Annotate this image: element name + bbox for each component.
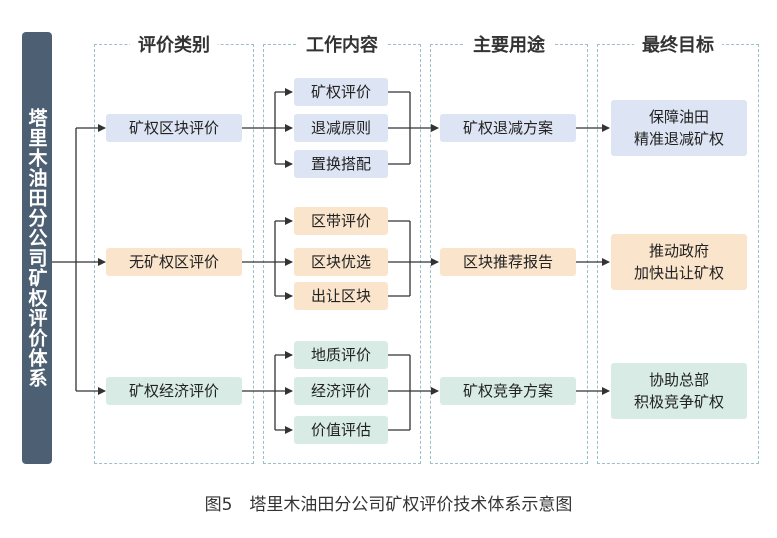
- column-header-use: 主要用途: [465, 31, 553, 57]
- category-box-economic: 矿权经济评价: [106, 377, 242, 405]
- work-item: 经济评价: [294, 377, 388, 405]
- root-system-label: 塔里木油田分公司矿权评价体系: [22, 32, 52, 464]
- column-header-category: 评价类别: [130, 31, 218, 57]
- category-box-non-mining: 无矿权区评价: [106, 248, 242, 276]
- work-item: 地质评价: [294, 341, 388, 369]
- goal-line: 协助总部: [648, 371, 709, 389]
- goal-line: 积极竞争矿权: [633, 393, 724, 411]
- work-item: 区块优选: [294, 248, 388, 276]
- goal-box-reduce: 保障油田 精准退减矿权: [611, 100, 747, 156]
- goal-line: 精准退减矿权: [633, 130, 724, 148]
- use-box-recommendation-report: 区块推荐报告: [440, 248, 576, 276]
- column-use: 主要用途: [430, 31, 588, 464]
- goal-line: 推动政府: [648, 242, 709, 260]
- work-item: 矿权评价: [294, 78, 388, 106]
- work-item: 置换搭配: [294, 150, 388, 178]
- use-box-reduction-plan: 矿权退减方案: [440, 114, 576, 142]
- goal-line: 保障油田: [648, 108, 709, 126]
- goal-line: 加快出让矿权: [633, 264, 724, 282]
- column-header-work: 工作内容: [298, 31, 386, 57]
- goal-box-transfer: 推动政府 加快出让矿权: [611, 234, 747, 290]
- figure-caption: 图5 塔里木油田分公司矿权评价技术体系示意图: [204, 495, 573, 515]
- column-header-goal: 最终目标: [634, 31, 722, 57]
- work-item: 退减原则: [294, 114, 388, 142]
- work-item: 价值评估: [294, 416, 388, 444]
- work-item: 出让区块: [294, 282, 388, 310]
- use-box-competition-plan: 矿权竞争方案: [440, 377, 576, 405]
- goal-box-compete: 协助总部 积极竞争矿权: [611, 363, 747, 419]
- column-category: 评价类别: [94, 31, 254, 464]
- column-work: 工作内容: [263, 31, 421, 464]
- work-item: 区带评价: [294, 207, 388, 235]
- column-goal: 最终目标: [597, 31, 759, 464]
- category-box-mining-block: 矿权区块评价: [106, 114, 242, 142]
